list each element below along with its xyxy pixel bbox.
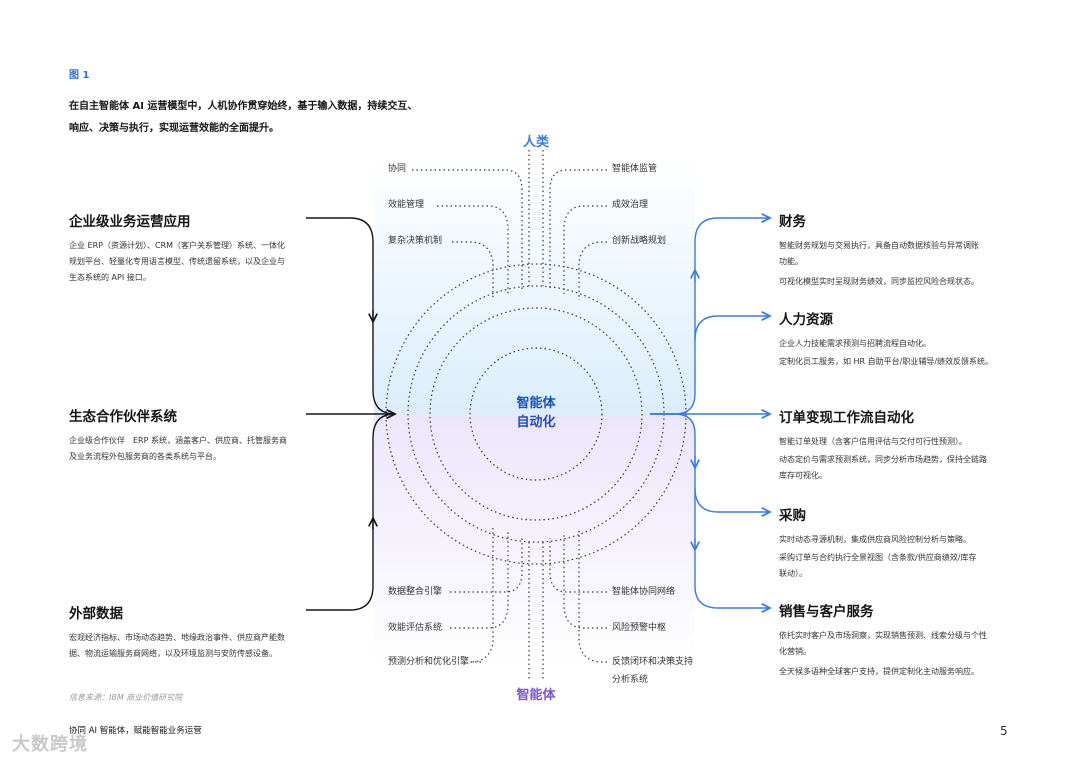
left-section-external: 外部数据 宏观经济指标、市场动态趋势、地缘政治事件、供应商产能数 据、物流运输服… — [69, 602, 314, 662]
section-desc: 企业级合作伙伴 ERP 系统，涵盖客户、供应商、托管服务商 及业务流程外包服务商… — [69, 433, 314, 465]
section-title: 生态合作伙伴系统 — [69, 409, 177, 425]
desc-line: 动态定价与需求预测系统，同步分析市场趋势，保持全链路 — [779, 455, 987, 464]
human-label: 人类 — [522, 135, 549, 150]
human-right-label: 智能体监管 — [612, 164, 658, 174]
section-title: 外部数据 — [69, 606, 123, 622]
figure-caption: 在自主智能体 AI 运营模型中，人机协作贯穿始终，基于输入数据，持续交互、 响应… — [69, 96, 449, 140]
human-right-label: 成效治理 — [612, 200, 649, 210]
desc-line: 采购订单与合约执行全景视图（含条款/供应商绩效/库存 — [779, 553, 977, 562]
left-section-partners: 生态合作伙伴系统 企业级合作伙伴 ERP 系统，涵盖客户、供应商、托管服务商 及… — [69, 405, 314, 465]
desc-line: 企业人力技能需求预测与招聘流程自动化。 — [779, 339, 931, 348]
agent-panel — [374, 414, 695, 668]
section-desc: 依托实时客户及市场洞察，实现销售预测、线索分级与个性 化营销。 全天候多语种全球… — [779, 628, 1029, 680]
human-right-label: 创新战略规划 — [612, 236, 667, 246]
agent-left-label: 效能评估系统 — [388, 623, 443, 633]
section-title: 销售与客户服务 — [779, 604, 874, 620]
footer-title: 协同 AI 智能体，赋能智能业务运营 — [69, 726, 202, 736]
desc-line: 化营销。 — [779, 647, 811, 656]
center-label: 智能体 自动化 — [496, 394, 576, 432]
section-desc: 企业 ERP（资源计划）、CRM（客户关系管理）系统、一体化 规划平台、轻量化专… — [69, 238, 314, 286]
agent-right-label: 反馈闭环和决策支持 — [612, 657, 694, 667]
section-desc: 智能财务规划与交易执行，具备自动数据核验与异常调账 功能。 可视化模型实时呈现财… — [779, 238, 1029, 290]
section-desc: 企业人力技能需求预测与招聘流程自动化。 定制化员工服务，如 HR 自助平台/职业… — [779, 336, 1029, 370]
agent-right-label: 分析系统 — [612, 675, 649, 685]
desc-line: 企业 ERP（资源计划）、CRM（客户关系管理）系统、一体化 — [69, 241, 286, 250]
desc-line: 规划平台、轻量化专用语言模型、传统遗留系统，以及企业与 — [69, 257, 285, 266]
section-title: 企业级业务运营应用 — [69, 214, 191, 230]
watermark: 大数跨境 — [12, 734, 88, 755]
page-number: 5 — [1000, 724, 1008, 738]
right-section-sales: 销售与客户服务 依托实时客户及市场洞察，实现销售预测、线索分级与个性 化营销。 … — [779, 600, 1029, 680]
section-desc: 实时动态寻源机制，集成供应商风险控制分析与策略。 采购订单与合约执行全景视图（含… — [779, 532, 1029, 582]
agent-right-label: 风险预警中枢 — [612, 623, 667, 633]
agent-left-label: 数据整合引擎 — [388, 587, 443, 597]
desc-line: 联动）。 — [779, 569, 807, 578]
agent-left-label: 预测分析和优化引擎 — [388, 657, 470, 667]
human-panel — [374, 160, 695, 414]
desc-line: 据、物流运输服务商网络，以及环境监测与安防传感设备。 — [69, 649, 277, 658]
desc-line: 企业级合作伙伴 ERP 系统，涵盖客户、供应商、托管服务商 — [69, 436, 287, 445]
section-desc: 宏观经济指标、市场动态趋势、地缘政治事件、供应商产能数 据、物流运输服务商网络，… — [69, 630, 314, 662]
right-section-finance: 财务 智能财务规划与交易执行，具备自动数据核验与异常调账 功能。 可视化模型实时… — [779, 210, 1029, 290]
source-note: 信息来源：IBM 商业价值研究院 — [69, 693, 183, 702]
right-section-hr: 人力资源 企业人力技能需求预测与招聘流程自动化。 定制化员工服务，如 HR 自助… — [779, 308, 1029, 370]
center-line: 智能体 — [516, 396, 556, 411]
desc-line: 及业务流程外包服务商的各类系统与平台。 — [69, 452, 221, 461]
caption-line: 在自主智能体 AI 运营模型中，人机协作贯穿始终，基于输入数据，持续交互、 — [69, 101, 418, 112]
desc-line: 全天候多语种全球客户支持，提供定制化主动服务响应。 — [779, 667, 979, 676]
desc-line: 可视化模型实时呈现财务绩效，同步监控风险合规状态。 — [779, 277, 979, 286]
desc-line: 功能。 — [779, 257, 803, 266]
left-section-enterprise: 企业级业务运营应用 企业 ERP（资源计划）、CRM（客户关系管理）系统、一体化… — [69, 210, 314, 286]
desc-line: 依托实时客户及市场洞察，实现销售预测、线索分级与个性 — [779, 631, 987, 640]
center-line: 自动化 — [516, 415, 556, 430]
section-title: 财务 — [779, 214, 806, 230]
desc-line: 定制化员工服务，如 HR 自助平台/职业辅导/绩效反馈系统。 — [779, 357, 994, 366]
desc-line: 智能财务规划与交易执行，具备自动数据核验与异常调账 — [779, 241, 979, 250]
desc-line: 生态系统的 API 接口。 — [69, 273, 151, 282]
section-desc: 智能订单处理（含客户信用评估与交付可行性预测）。 动态定价与需求预测系统，同步分… — [779, 434, 1029, 484]
figure-label: 图 1 — [69, 70, 90, 81]
desc-line: 库存可视化。 — [779, 471, 827, 480]
agent-right-label: 智能体协同网络 — [612, 587, 676, 597]
right-section-order: 订单变现工作流自动化 智能订单处理（含客户信用评估与交付可行性预测）。 动态定价… — [779, 406, 1029, 484]
right-section-procurement: 采购 实时动态寻源机制，集成供应商风险控制分析与策略。 采购订单与合约执行全景视… — [779, 504, 1029, 582]
human-left-label: 复杂决策机制 — [388, 236, 443, 246]
agent-label: 智能体 — [516, 688, 556, 703]
caption-line: 响应、决策与执行，实现运营效能的全面提升。 — [69, 123, 279, 134]
human-left-label: 协同 — [388, 164, 407, 174]
desc-line: 智能订单处理（含客户信用评估与交付可行性预测）。 — [779, 437, 967, 446]
section-title: 采购 — [779, 508, 806, 524]
desc-line: 宏观经济指标、市场动态趋势、地缘政治事件、供应商产能数 — [69, 633, 285, 642]
human-left-label: 效能管理 — [388, 200, 425, 210]
section-title: 人力资源 — [779, 312, 833, 328]
desc-line: 实时动态寻源机制，集成供应商风险控制分析与策略。 — [779, 535, 971, 544]
section-title: 订单变现工作流自动化 — [779, 410, 914, 426]
